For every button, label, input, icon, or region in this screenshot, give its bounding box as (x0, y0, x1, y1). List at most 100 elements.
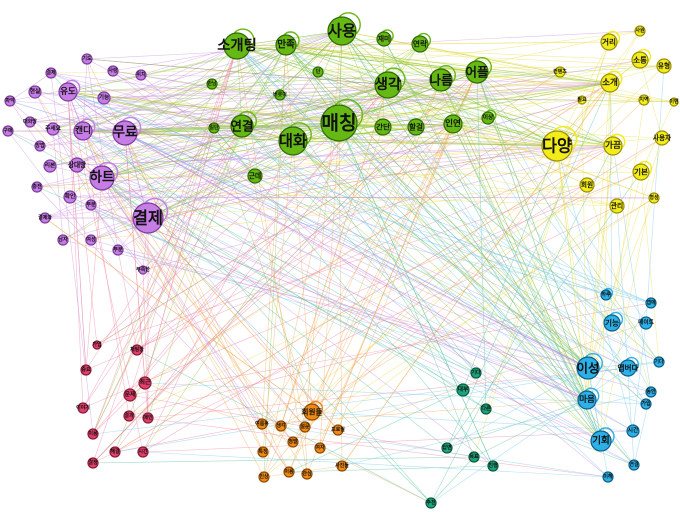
graph-edge (383, 38, 602, 442)
node-label: 답변 (442, 444, 452, 451)
node-label: 기회 (592, 435, 609, 447)
keyword-node: 가입 (92, 340, 102, 350)
graph-edge (144, 382, 647, 405)
node-label: 여름휴 (255, 420, 269, 427)
graph-edge (337, 123, 454, 431)
node-circle (640, 398, 652, 410)
node-label: 시간 (138, 448, 148, 455)
graph-edge (101, 177, 602, 442)
graph-edge (263, 79, 442, 478)
node-circle (634, 25, 646, 37)
graph-edge (285, 44, 589, 369)
node-label: 할걸 (409, 122, 423, 132)
graph-edge (76, 164, 98, 346)
node-label: 기능 (99, 93, 110, 101)
graph-edge (487, 117, 660, 363)
node-circle (58, 82, 78, 102)
graph-edge (147, 217, 588, 401)
keyword-node: 간단 (374, 118, 392, 136)
keyword-node: 시간 (626, 424, 640, 438)
keyword-node: 결제 (45, 67, 57, 79)
node-label: 연결 (629, 461, 639, 468)
node-label: 여자 (315, 444, 325, 451)
keyword-node: 시간 (137, 446, 149, 458)
node-circle (73, 121, 93, 141)
graph-edge (452, 123, 558, 147)
keyword-node: 구매 (2, 125, 14, 137)
graph-edge (142, 43, 421, 453)
graph-edge (92, 382, 146, 435)
node-label: 만남 (207, 80, 217, 87)
node-label: 사랑 (108, 67, 118, 74)
graph-edge (147, 217, 339, 431)
graph-edge (446, 171, 642, 449)
node-label: 연락 (413, 39, 427, 49)
node-circle (645, 386, 657, 398)
node-circle (470, 367, 482, 379)
graph-edge (52, 128, 64, 241)
graph-edge (50, 72, 660, 363)
node-label: 추천 (426, 499, 436, 506)
keyword-node: 소통 (631, 48, 652, 69)
keyword-node: 기능 (97, 91, 111, 105)
node-circle (314, 442, 326, 454)
graph-edge (82, 130, 558, 147)
node-circle (46, 122, 60, 136)
graph-edge (67, 91, 87, 371)
graph-edge (114, 423, 263, 453)
node-label: 하루 (601, 291, 611, 298)
node-label: 결제 (46, 69, 56, 76)
node-circle (247, 168, 263, 184)
graph-edge (213, 127, 313, 413)
graph-edge (50, 72, 432, 504)
node-label: 주세요 (45, 124, 61, 132)
keyword-node: 대화방 (23, 116, 37, 128)
graph-edge (440, 79, 558, 147)
graph-edge (82, 125, 243, 409)
keyword-node: 형성 (648, 192, 660, 204)
graph-edge (52, 45, 238, 130)
node-circle (92, 340, 102, 350)
graph-edge (387, 30, 641, 86)
node-circle (312, 66, 324, 78)
node-circle (278, 126, 308, 156)
keyword-node: 컨텐츠 (553, 66, 567, 78)
graph-edge (92, 71, 478, 464)
keyword-node: 기도 (81, 53, 93, 65)
graph-edge (36, 186, 477, 374)
graph-edge (114, 84, 389, 453)
keyword-node: 이벤 (669, 97, 679, 107)
node-circle (81, 53, 93, 65)
graph-edge (92, 125, 243, 435)
graph-edge (236, 45, 558, 147)
graph-edge (92, 456, 475, 464)
node-circle (648, 192, 660, 204)
node-label: 회원들 (302, 407, 323, 417)
keyword-node: 만족 (275, 31, 300, 56)
graph-edge (473, 399, 588, 458)
node-label: 나름 (430, 73, 453, 88)
graph-edge (292, 140, 588, 401)
node-circle (301, 468, 313, 480)
node-label: 데이트 (638, 318, 654, 326)
keyword-node: 나름 (429, 65, 457, 92)
graph-edge (29, 121, 306, 428)
keyword-node: 하트 (89, 161, 119, 191)
graph-edge (485, 408, 635, 466)
graph-edge (96, 184, 588, 346)
node-label: 확인 (65, 192, 75, 200)
graph-edge (69, 196, 655, 199)
node-label: 인연 (445, 118, 461, 129)
graph-edge (213, 127, 660, 363)
node-label: 상대방 (68, 160, 86, 169)
node-label: 생각 (276, 422, 286, 429)
node-label: 형성 (649, 194, 659, 201)
graph-edge (90, 204, 588, 401)
graph-edge (62, 125, 243, 241)
node-circle (275, 34, 297, 56)
keyword-node: 메인 (142, 412, 154, 424)
graph-edge (85, 145, 614, 371)
graph-edge (52, 128, 494, 467)
graph-edge (29, 121, 243, 127)
